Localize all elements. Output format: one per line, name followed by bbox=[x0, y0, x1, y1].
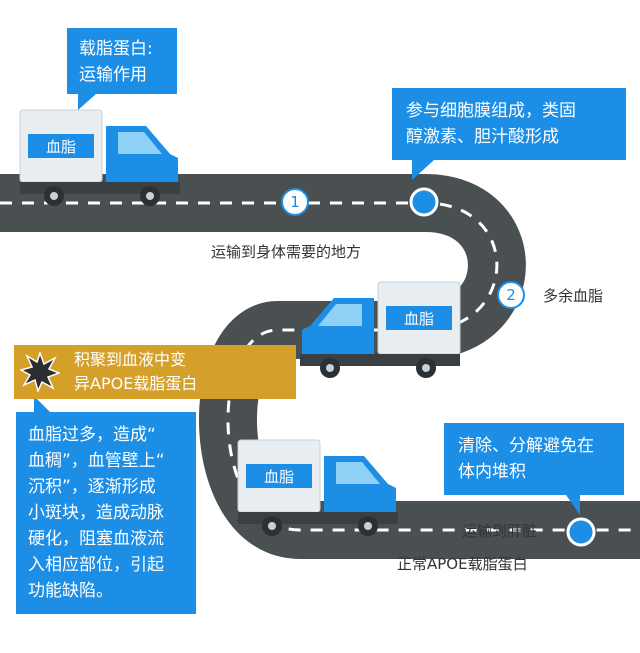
callout-excess-line-5: 硬化，阻塞血液流 bbox=[28, 529, 164, 549]
callout-excess-line-6: 入相应部位，引起 bbox=[28, 555, 164, 575]
banner-line-2: 异APOE载脂蛋白 bbox=[74, 374, 198, 393]
callout-membrane-line-2: 醇激素、胆汁酸形成 bbox=[406, 127, 559, 147]
mutant-apoe-banner: 积聚到血液中变 异APOE载脂蛋白 bbox=[14, 345, 296, 399]
callout-transport-role: 载脂蛋白: 运输作用 bbox=[67, 28, 177, 94]
callout-excess-line-1: 血脂过多，造成“ bbox=[28, 425, 156, 445]
callout-clearance: 清除、分解避免在 体内堆积 bbox=[444, 423, 624, 495]
callout-excess-tail bbox=[34, 396, 50, 412]
route-marker-2: 2 bbox=[497, 281, 525, 309]
route-marker-end bbox=[566, 517, 596, 547]
lipid-truck-icon: 血脂 bbox=[19, 109, 180, 206]
callout-transport-role-line-1: 载脂蛋白: bbox=[79, 39, 153, 59]
lipid-truck-icon-2: 血脂 bbox=[300, 281, 461, 378]
callout-clearance-tail bbox=[566, 495, 580, 515]
callout-membrane-line-1: 参与细胞膜组成，类固 bbox=[406, 101, 576, 121]
route-marker-2-number: 2 bbox=[506, 286, 516, 304]
route-marker-1: 1 bbox=[281, 188, 309, 216]
callout-clearance-line-1: 清除、分解避免在 bbox=[458, 436, 594, 456]
lipid-truck-icon-3: 血脂 bbox=[237, 439, 398, 536]
route-marker-1-number: 1 bbox=[290, 193, 300, 211]
callout-membrane-tail bbox=[412, 160, 434, 180]
label-to-body: 运输到身体需要的地方 bbox=[211, 243, 362, 261]
callout-excess-line-7: 功能缺陷。 bbox=[28, 581, 113, 601]
callout-excess-line-4: 小斑块，造成动脉 bbox=[28, 503, 164, 523]
callout-membrane-formation: 参与细胞膜组成，类固 醇激素、胆汁酸形成 bbox=[392, 88, 626, 160]
callout-excess-line-3: 沉积”，逐渐形成 bbox=[28, 477, 156, 497]
truck-3-cargo-label: 血脂 bbox=[264, 468, 294, 486]
truck-1-cargo-label: 血脂 bbox=[46, 138, 76, 156]
callout-excess-line-2: 血稠”，血管壁上“ bbox=[28, 451, 165, 471]
label-to-liver: 运输到肝脏 bbox=[462, 522, 538, 540]
mutant-apoe-banner-text: 积聚到血液中变 异APOE载脂蛋白 bbox=[74, 348, 197, 396]
explosion-icon bbox=[20, 352, 60, 392]
banner-line-1: 积聚到血液中变 bbox=[74, 350, 187, 369]
callout-transport-role-tail bbox=[78, 94, 96, 110]
label-excess-lipid: 多余血脂 bbox=[543, 287, 604, 305]
route-marker-icon bbox=[409, 187, 439, 217]
callout-clearance-line-2: 体内堆积 bbox=[458, 462, 526, 482]
label-normal-apoe: 正常APOE载脂蛋白 bbox=[397, 555, 528, 573]
callout-transport-role-line-2: 运输作用 bbox=[79, 65, 147, 85]
truck-2-cargo-label: 血脂 bbox=[404, 310, 434, 328]
callout-excess-consequence: 血脂过多，造成“ 血稠”，血管壁上“ 沉积”，逐渐形成 小斑块，造成动脉 硬化，… bbox=[16, 412, 196, 614]
